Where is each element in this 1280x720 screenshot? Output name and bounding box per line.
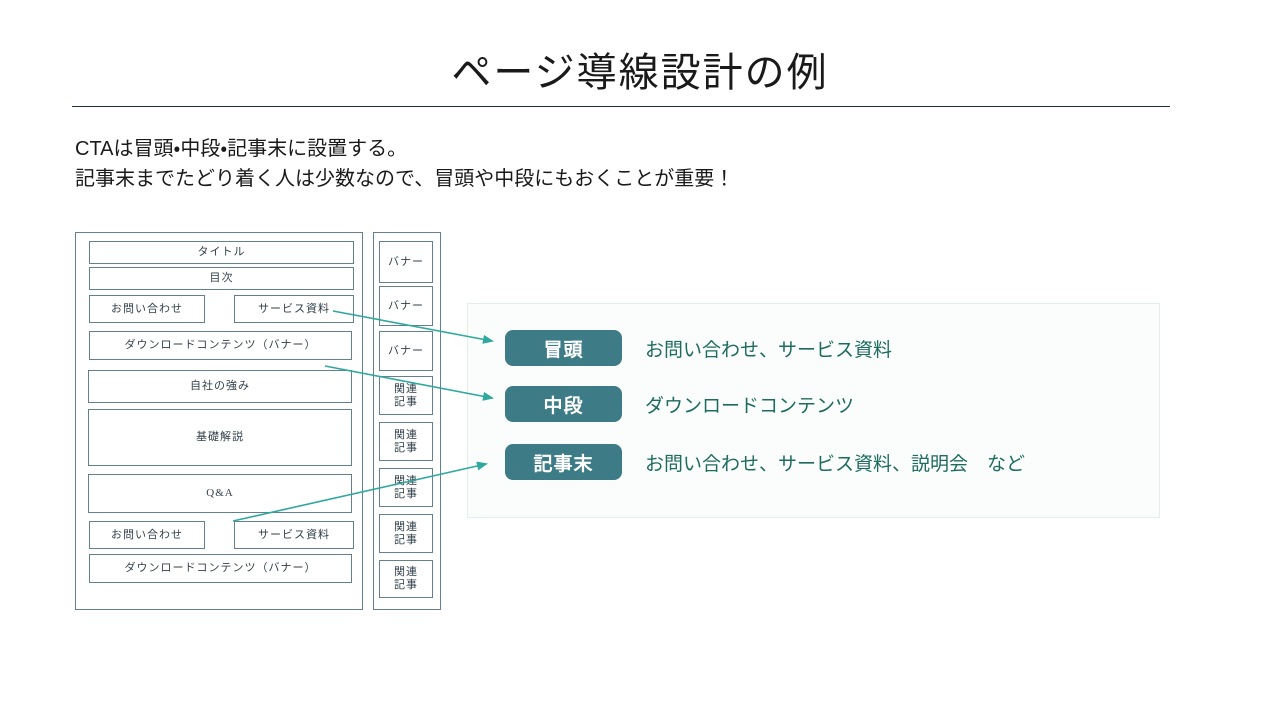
- title-divider: [72, 106, 1170, 107]
- legend-row-middle: 中段 ダウンロードコンテンツ: [505, 386, 854, 422]
- wireframe-box-service-doc-top: サービス資料: [234, 295, 354, 323]
- wireframe-box-related-article-5: 関連 記事: [379, 560, 433, 598]
- wireframe-box-related-article-3: 関連 記事: [379, 468, 433, 507]
- wireframe-box-title: タイトル: [89, 241, 354, 264]
- description-line-2: 記事末までたどり着く人は少数なので、冒頭や中段にもおくことが重要！: [75, 168, 735, 190]
- intro-badge: 冒頭: [505, 330, 622, 366]
- wireframe-box-related-article-4: 関連 記事: [379, 514, 433, 553]
- wireframe-box-banner-1: バナー: [379, 241, 433, 283]
- wireframe-sidebar-container: バナー バナー バナー 関連 記事 関連 記事 関連 記事 関連 記事 関連 記…: [373, 232, 441, 610]
- wireframe-box-related-article-2: 関連 記事: [379, 422, 433, 461]
- page-title: ページ導線設計の例: [451, 51, 829, 95]
- wireframe-box-contact-top: お問い合わせ: [89, 295, 205, 323]
- wireframe-box-banner-2: バナー: [379, 286, 433, 326]
- wireframe-box-toc: 目次: [89, 267, 354, 290]
- wireframe-box-service-doc-bottom: サービス資料: [234, 521, 354, 549]
- wireframe-box-related-article-1: 関連 記事: [379, 376, 433, 415]
- article-end-cta-list: お問い合わせ、サービス資料、説明会 など: [645, 453, 1026, 475]
- wireframe-page-container: タイトル 目次 お問い合わせ サービス資料 ダウンロードコンテンツ（バナー） 自…: [75, 232, 363, 610]
- description-line-1: CTAは冒頭・中段・記事末に設置する。: [75, 138, 408, 160]
- wireframe-box-basics: 基礎解説: [88, 409, 352, 466]
- middle-cta-list: ダウンロードコンテンツ: [645, 395, 855, 417]
- wireframe-box-strengths: 自社の強み: [88, 370, 352, 403]
- intro-cta-list: お問い合わせ、サービス資料: [645, 339, 893, 361]
- legend-row-intro: 冒頭 お問い合わせ、サービス資料: [505, 330, 892, 366]
- wireframe-box-download-top: ダウンロードコンテンツ（バナー）: [89, 331, 352, 360]
- slide-description: CTAは冒頭・中段・記事末に設置する。 記事末までたどり着く人は少数なので、冒頭…: [75, 134, 734, 194]
- wireframe-box-download-bottom: ダウンロードコンテンツ（バナー）: [89, 554, 352, 583]
- wireframe-box-contact-bottom: お問い合わせ: [89, 521, 205, 549]
- wireframe-box-banner-3: バナー: [379, 331, 433, 371]
- wireframe-box-qa: Q&A: [88, 474, 352, 513]
- article-end-badge: 記事末: [505, 444, 622, 480]
- legend-row-end: 記事末 お問い合わせ、サービス資料、説明会 など: [505, 444, 1025, 480]
- middle-badge: 中段: [505, 386, 622, 422]
